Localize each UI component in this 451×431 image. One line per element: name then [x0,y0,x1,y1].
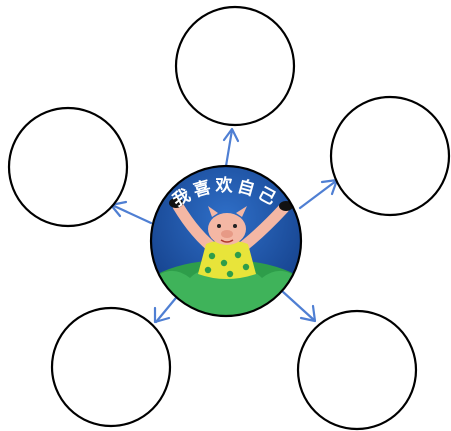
arrow-to-bottom-right [282,291,315,321]
arrow-to-top [224,129,238,166]
branch-circle-right [331,97,449,215]
branch-circle-bottom-left [52,308,170,426]
arrow-to-left [111,202,151,223]
arrow-to-right [300,180,337,208]
branch-circle-top [176,7,294,125]
branch-circle-bottom-right [298,311,416,429]
branch-circle-left [9,108,127,226]
